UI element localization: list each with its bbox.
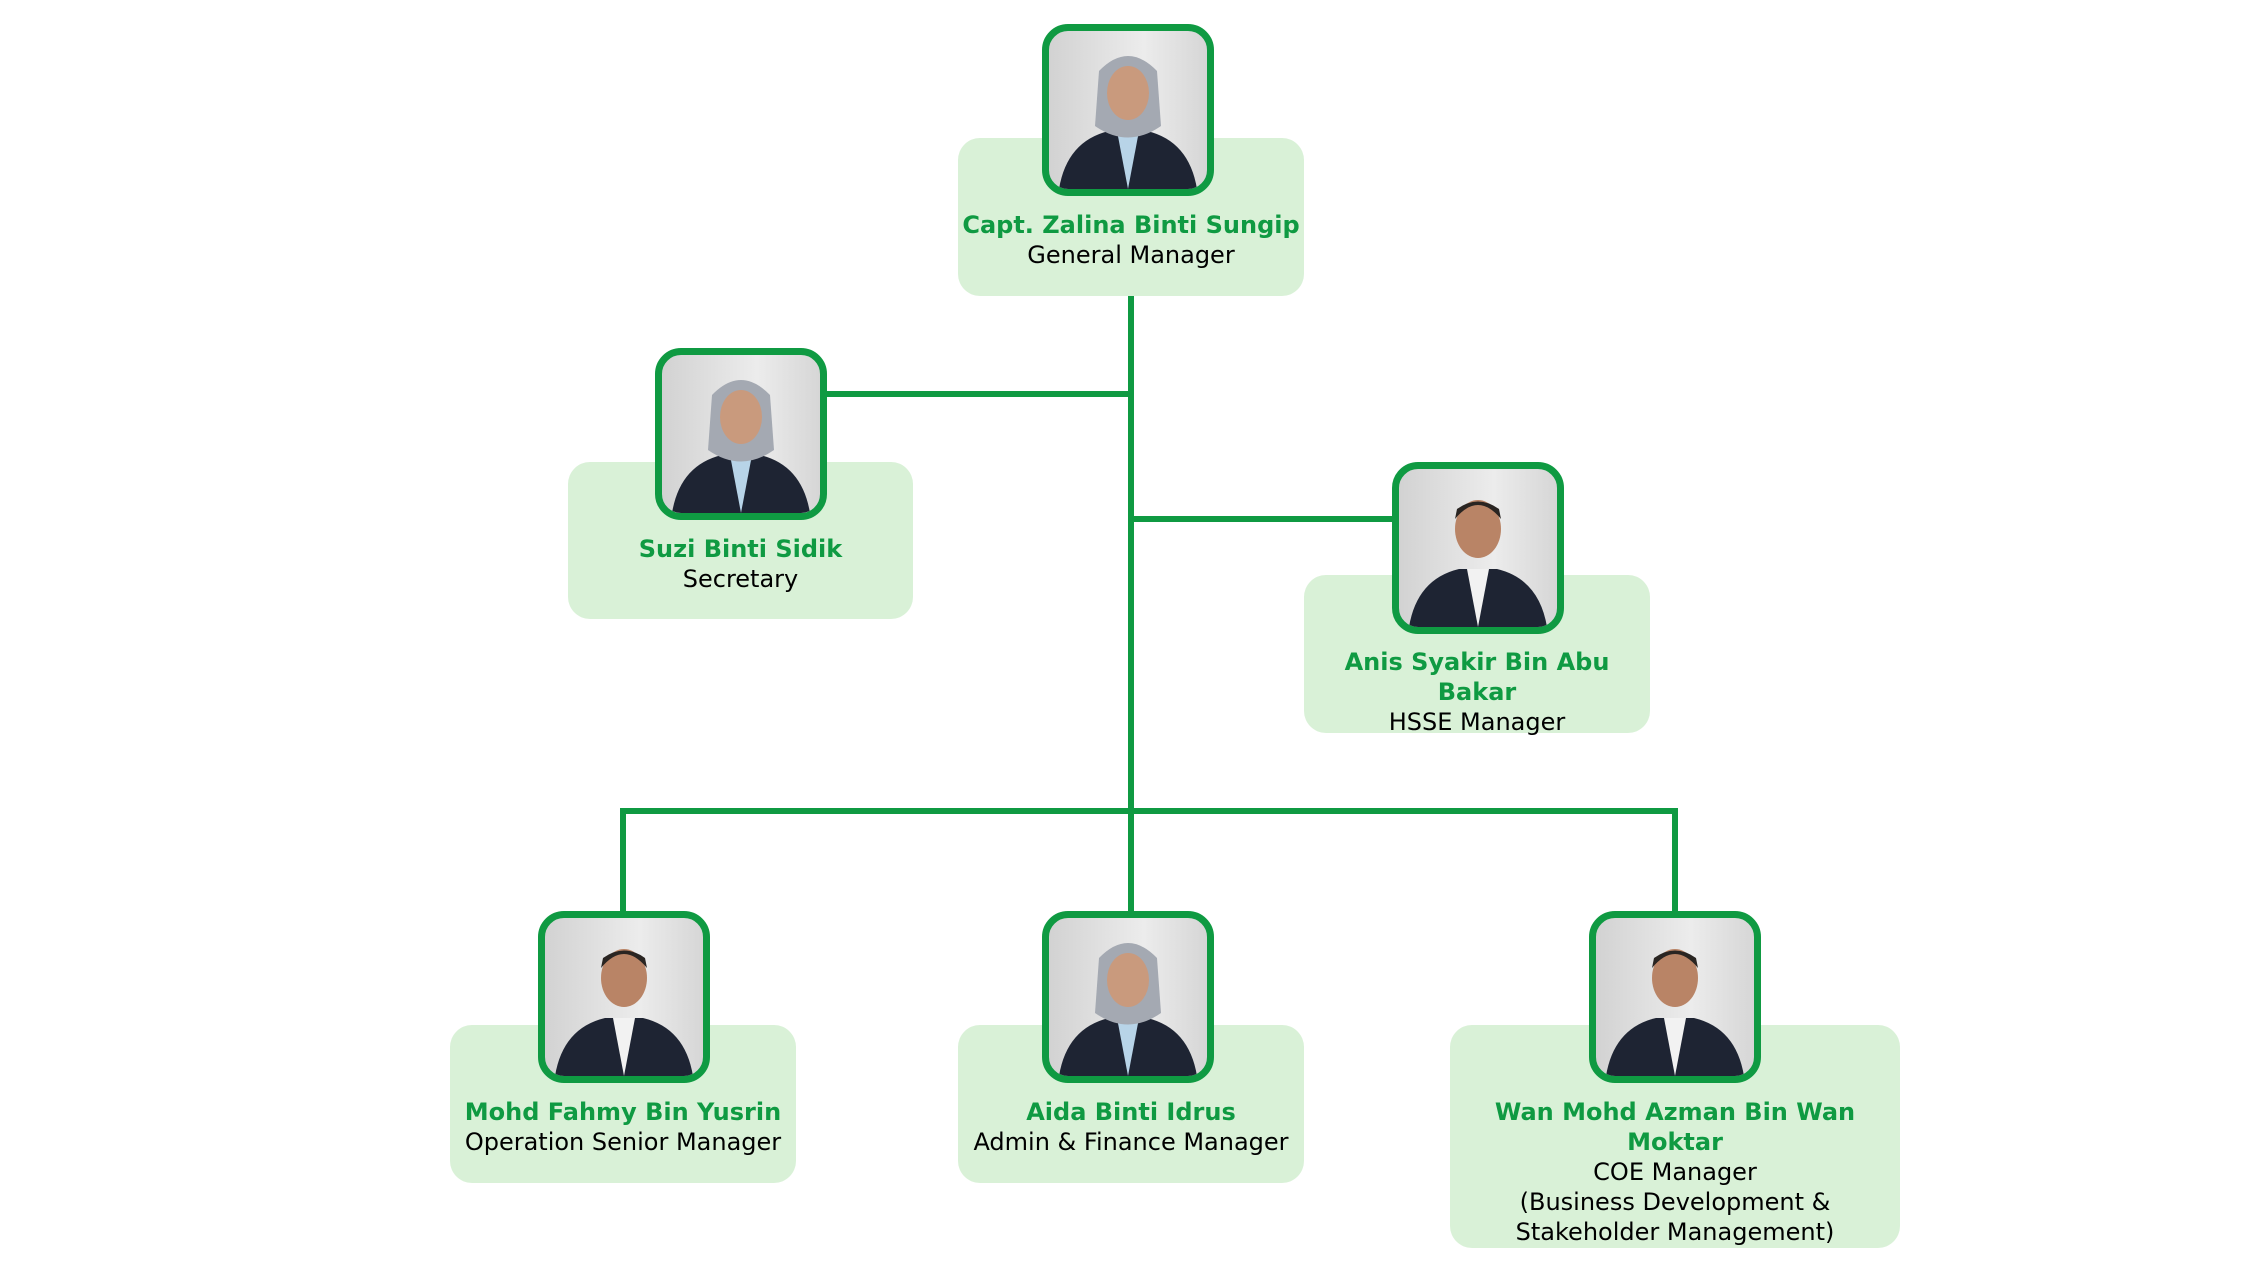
connector-admin bbox=[1128, 808, 1134, 912]
person-portrait-icon bbox=[1606, 949, 1744, 1076]
person-role-line2: (Business Development & bbox=[1519, 1188, 1831, 1216]
connector-bottom-bar bbox=[620, 808, 1678, 814]
photo-operation-senior-manager bbox=[538, 911, 710, 1083]
person-name: Wan Mohd Azman Bin Wan Moktar bbox=[1494, 1098, 1856, 1156]
connector-operation bbox=[620, 808, 626, 912]
connector-trunk bbox=[1128, 296, 1134, 814]
connector-hsse bbox=[1128, 516, 1392, 522]
photo-coe-manager bbox=[1589, 911, 1761, 1083]
person-role: HSSE Manager bbox=[1388, 708, 1566, 736]
person-role-line3: Stakeholder Management) bbox=[1515, 1218, 1835, 1246]
person-role: Operation Senior Manager bbox=[464, 1128, 782, 1156]
person-portrait-icon bbox=[1059, 943, 1197, 1076]
person-portrait-icon bbox=[672, 380, 810, 513]
photo-secretary bbox=[655, 348, 827, 520]
person-role: Admin & Finance Manager bbox=[973, 1128, 1289, 1156]
photo-hsse-manager bbox=[1392, 462, 1564, 634]
person-name: Anis Syakir Bin Abu Bakar bbox=[1344, 648, 1610, 706]
person-portrait-icon bbox=[1409, 500, 1547, 627]
person-name: Mohd Fahmy Bin Yusrin bbox=[464, 1098, 782, 1126]
person-role: COE Manager bbox=[1593, 1158, 1757, 1186]
person-name: Aida Binti Idrus bbox=[1026, 1098, 1236, 1126]
photo-general-manager bbox=[1042, 24, 1214, 196]
person-portrait-icon bbox=[1059, 56, 1197, 189]
person-name: Suzi Binti Sidik bbox=[638, 535, 843, 563]
connector-coe bbox=[1672, 808, 1678, 912]
person-portrait-icon bbox=[555, 949, 693, 1076]
person-role: General Manager bbox=[1027, 241, 1235, 269]
photo-admin-finance-manager bbox=[1042, 911, 1214, 1083]
connector-secretary bbox=[826, 391, 1134, 397]
person-role: Secretary bbox=[682, 565, 799, 593]
person-name: Capt. Zalina Binti Sungip bbox=[962, 211, 1300, 239]
